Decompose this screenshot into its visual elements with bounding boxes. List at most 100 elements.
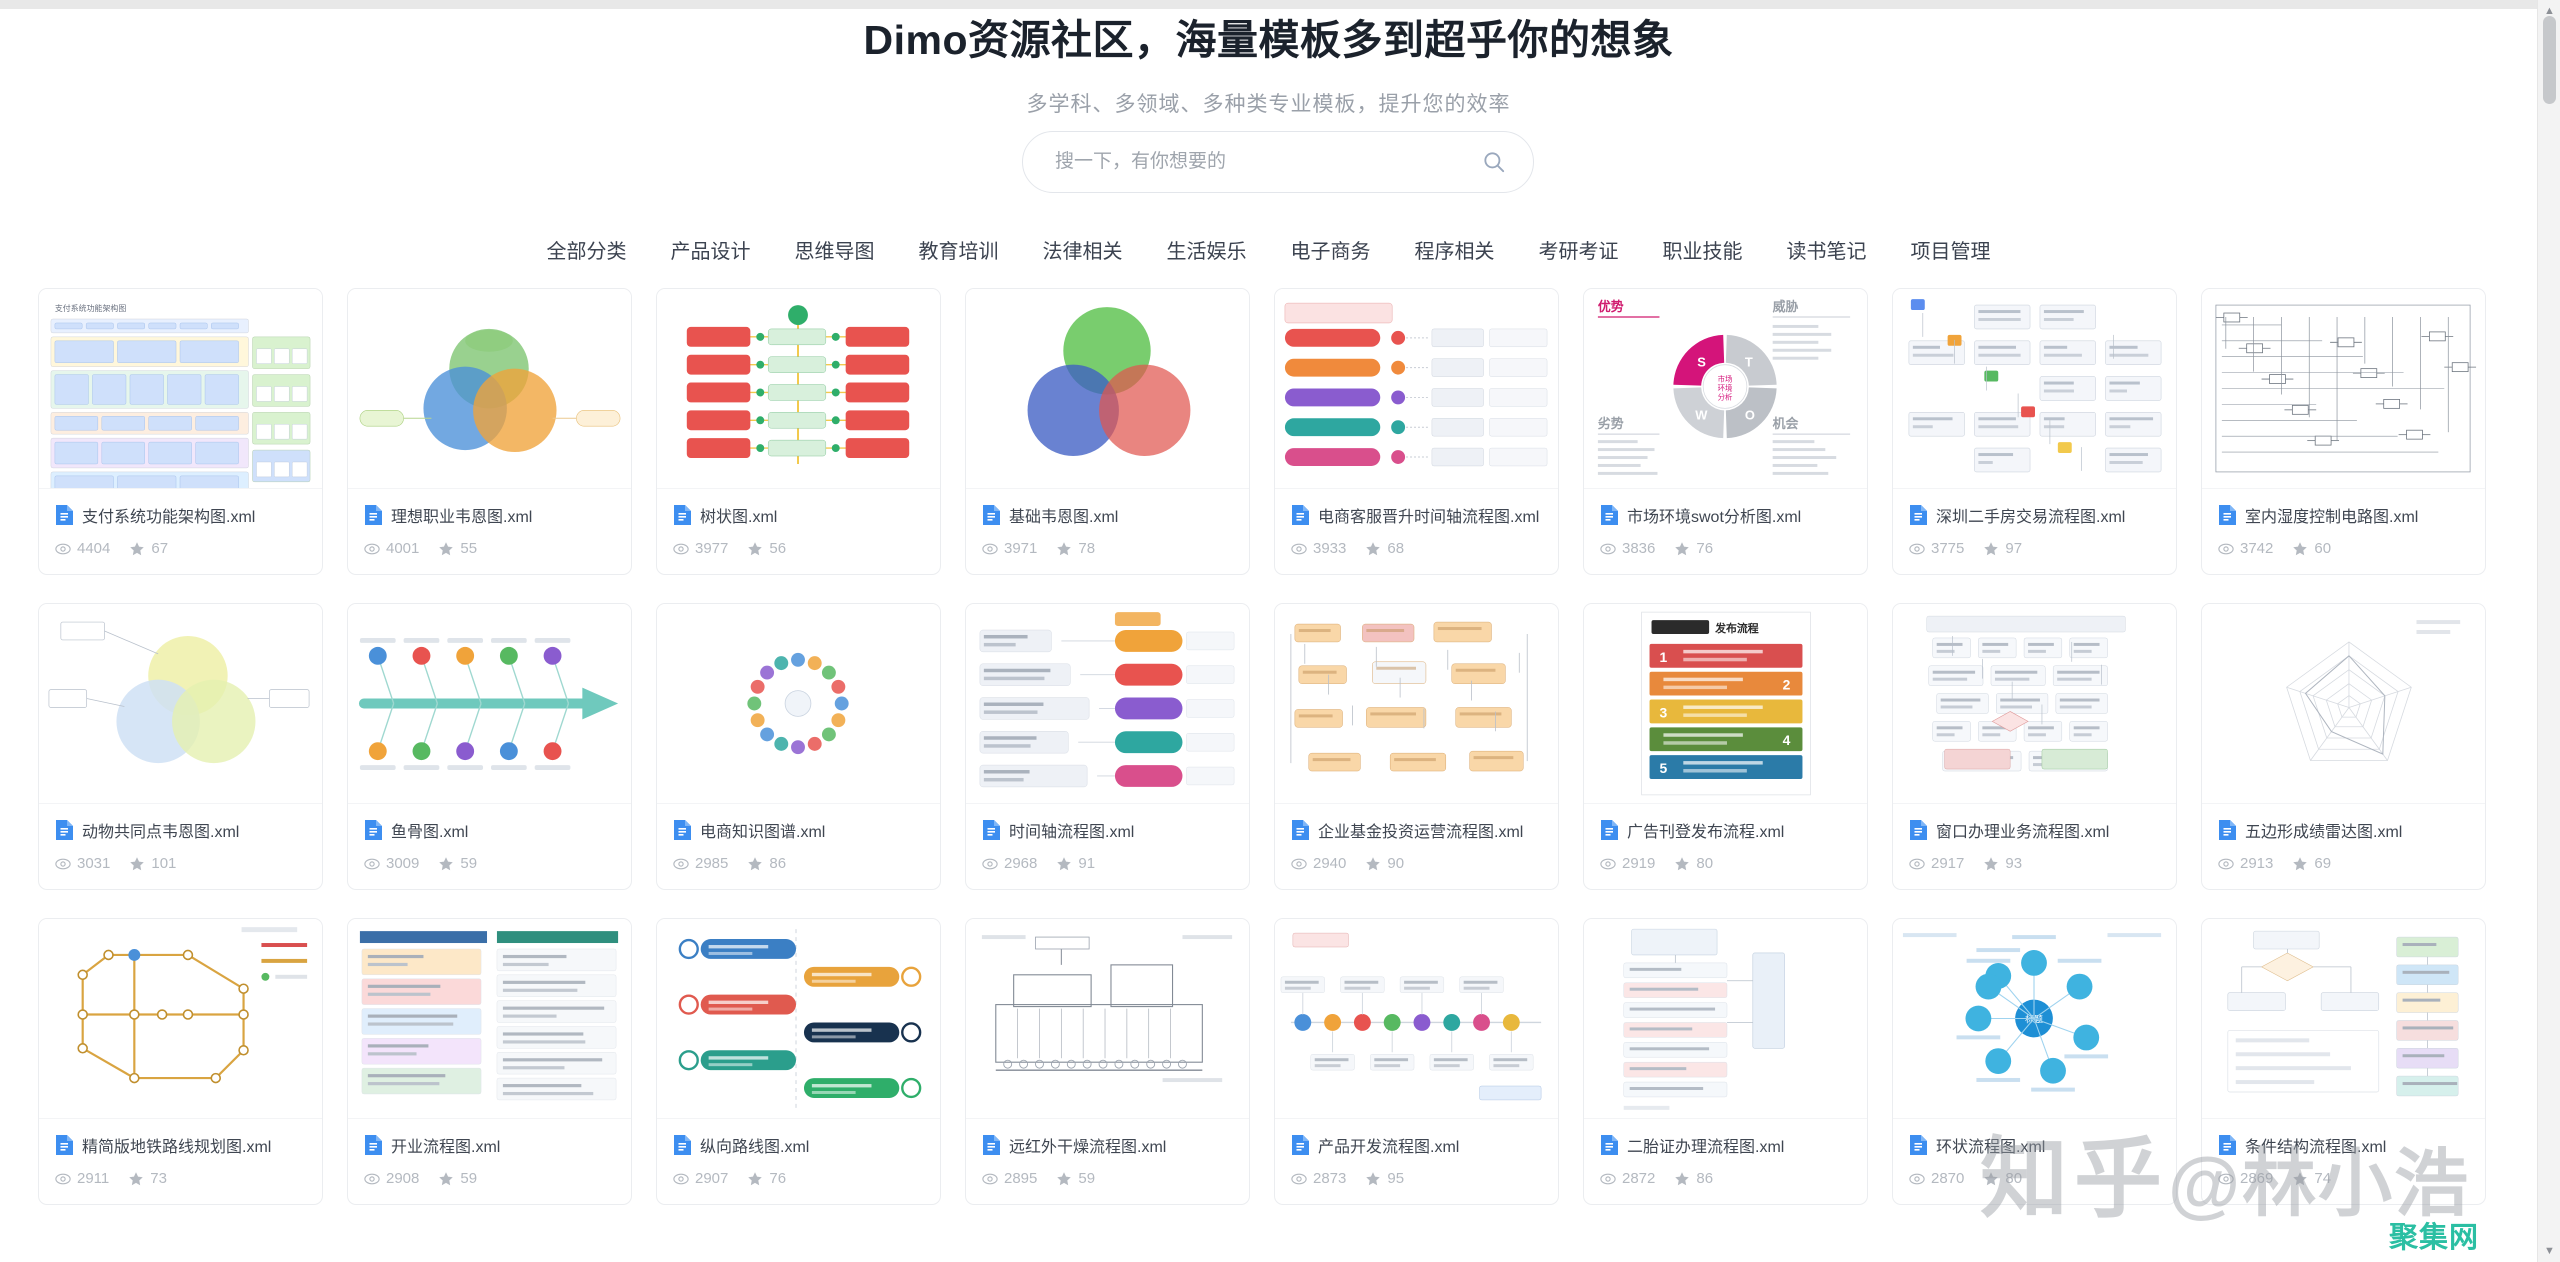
template-title-row[interactable]: 广告刊登发布流程.xml [1600,818,1851,842]
template-card[interactable]: 电商知识图谱.xml 2985 86 [656,603,941,890]
template-title-row[interactable]: 鱼骨图.xml [364,818,615,842]
template-thumbnail[interactable] [1275,919,1558,1119]
favorites-star-icon [1675,1171,1690,1185]
template-card[interactable]: 精简版地铁路线规划图.xml 2911 73 [38,918,323,1205]
template-card[interactable]: 纵向路线图.xml 2907 76 [656,918,941,1205]
template-thumbnail[interactable] [348,604,631,804]
template-title-row[interactable]: 五边形成绩雷达图.xml [2218,818,2469,842]
nav-item-5[interactable]: 生活娱乐 [1166,241,1247,263]
template-title-row[interactable]: 开业流程图.xml [364,1133,615,1157]
template-title-row[interactable]: 产品开发流程图.xml [1291,1133,1542,1157]
nav-item-10[interactable]: 读书笔记 [1786,241,1867,263]
template-thumbnail[interactable]: 支付系统功能架构图 [39,289,322,489]
template-card[interactable]: 支付系统功能架构图 支付系统功能架构图.xml 4404 67 [38,288,323,575]
nav-item-7[interactable]: 程序相关 [1414,241,1495,263]
views-stat: 2985 [673,855,728,872]
template-card[interactable]: 开业流程图.xml 2908 59 [347,918,632,1205]
search-box[interactable] [1022,131,1534,193]
template-title-row[interactable]: 二胎证办理流程图.xml [1600,1133,1851,1157]
page-scrollbar[interactable]: ▲ ▼ [2537,0,2560,1262]
xml-file-icon [1601,1135,1618,1155]
search-input[interactable] [1053,150,1481,174]
template-card[interactable]: 鱼骨图.xml 3009 59 [347,603,632,890]
template-title-row[interactable]: 企业基金投资运营流程图.xml [1291,818,1542,842]
search-icon[interactable] [1481,149,1507,175]
template-card[interactable]: 远红外干燥流程图.xml 2895 59 [965,918,1250,1205]
template-card[interactable]: 理想职业韦恩图.xml 4001 55 [347,288,632,575]
template-thumbnail[interactable] [966,604,1249,804]
template-thumbnail[interactable] [657,289,940,489]
template-card[interactable]: 动物共同点韦恩图.xml 3031 101 [38,603,323,890]
template-title-row[interactable]: 电商知识图谱.xml [673,818,924,842]
nav-item-2[interactable]: 思维导图 [794,241,875,263]
template-title-row[interactable]: 电商客服晋升时间轴流程图.xml [1291,503,1542,527]
nav-item-8[interactable]: 考研考证 [1538,241,1619,263]
template-card[interactable]: 五边形成绩雷达图.xml 2913 69 [2201,603,2486,890]
template-title-row[interactable]: 室内湿度控制电路图.xml [2218,503,2469,527]
nav-item-3[interactable]: 教育培训 [918,241,999,263]
template-title-row[interactable]: 时间轴流程图.xml [982,818,1233,842]
template-thumbnail[interactable] [966,919,1249,1119]
nav-item-9[interactable]: 职业技能 [1662,241,1743,263]
template-card[interactable]: 基础韦恩图.xml 3971 78 [965,288,1250,575]
template-card[interactable]: 深圳二手房交易流程图.xml 3775 97 [1892,288,2177,575]
template-card[interactable]: 电商客服晋升时间轴流程图.xml 3933 68 [1274,288,1559,575]
nav-item-0[interactable]: 全部分类 [546,241,627,263]
template-stats: 2908 59 [364,1170,615,1187]
template-thumbnail[interactable] [1275,604,1558,804]
template-thumbnail[interactable] [657,919,940,1119]
nav-item-6[interactable]: 电子商务 [1290,241,1371,263]
template-title: 支付系统功能架构图.xml [82,509,256,526]
template-title: 精简版地铁路线规划图.xml [82,1139,272,1156]
template-title-row[interactable]: 环状流程图.xml [1909,1133,2160,1157]
template-thumbnail[interactable] [1893,289,2176,489]
template-title-row[interactable]: 条件结构流程图.xml [2218,1133,2469,1157]
template-thumbnail[interactable] [348,919,631,1119]
template-card[interactable]: 室内湿度控制电路图.xml 3742 60 [2201,288,2486,575]
template-card[interactable]: 时间轴流程图.xml 2968 91 [965,603,1250,890]
template-card[interactable]: 企业基金投资运营流程图.xml 2940 90 [1274,603,1559,890]
template-thumbnail[interactable] [2202,289,2485,489]
template-card[interactable]: 树状图.xml 3977 56 [656,288,941,575]
scroll-up-arrow[interactable]: ▲ [2544,5,2555,17]
views-stat: 3742 [2218,540,2273,557]
template-thumbnail[interactable]: 标题 [1893,919,2176,1119]
scroll-down-arrow[interactable]: ▼ [2544,1245,2555,1257]
scrollbar-thumb[interactable] [2543,16,2556,104]
nav-item-11[interactable]: 项目管理 [1910,241,1991,263]
template-title-row[interactable]: 动物共同点韦恩图.xml [55,818,306,842]
template-title-row[interactable]: 纵向路线图.xml [673,1133,924,1157]
template-title-row[interactable]: 市场环境swot分析图.xml [1600,503,1851,527]
template-thumbnail[interactable] [39,919,322,1119]
template-thumbnail[interactable] [348,289,631,489]
template-thumbnail[interactable] [2202,604,2485,804]
template-title-row[interactable]: 基础韦恩图.xml [982,503,1233,527]
template-thumbnail[interactable] [39,604,322,804]
template-thumbnail[interactable] [2202,919,2485,1119]
template-title-row[interactable]: 精简版地铁路线规划图.xml [55,1133,306,1157]
template-card[interactable]: 产品开发流程图.xml 2873 95 [1274,918,1559,1205]
template-thumbnail[interactable] [1584,919,1867,1119]
nav-item-1[interactable]: 产品设计 [670,241,751,263]
template-title-row[interactable]: 远红外干燥流程图.xml [982,1133,1233,1157]
template-thumbnail[interactable] [657,604,940,804]
template-thumbnail[interactable] [1893,604,2176,804]
xml-file-icon [1292,820,1309,840]
template-title-row[interactable]: 理想职业韦恩图.xml [364,503,615,527]
template-card[interactable]: 标题 环状流程图.xml 2870 80 [1892,918,2177,1205]
template-card[interactable]: 二胎证办理流程图.xml 2872 86 [1583,918,1868,1205]
template-card[interactable]: 窗口办理业务流程图.xml 2917 93 [1892,603,2177,890]
nav-item-4[interactable]: 法律相关 [1042,241,1123,263]
template-card[interactable]: 条件结构流程图.xml 2869 74 [2201,918,2486,1205]
template-thumbnail[interactable] [966,289,1249,489]
template-title-row[interactable]: 支付系统功能架构图.xml [55,503,306,527]
template-title-row[interactable]: 树状图.xml [673,503,924,527]
search-bar[interactable] [1022,131,1534,193]
template-thumbnail[interactable] [1275,289,1558,489]
template-title-row[interactable]: 窗口办理业务流程图.xml [1909,818,2160,842]
template-title-row[interactable]: 深圳二手房交易流程图.xml [1909,503,2160,527]
